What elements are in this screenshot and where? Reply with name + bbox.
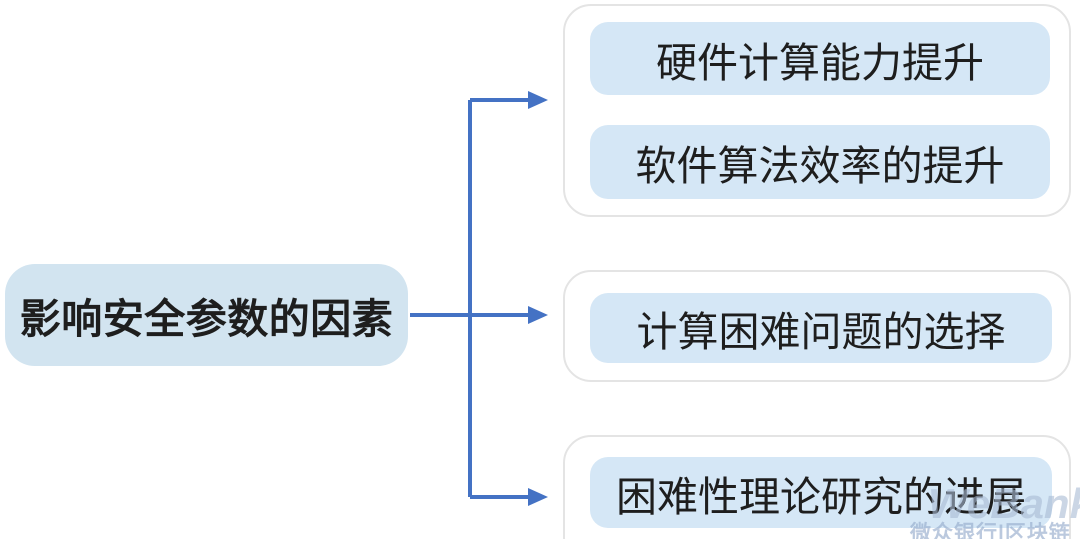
branch-group-bottom: 困难性理论研究的进展 <box>563 435 1071 539</box>
branch-item-problem-choice: 计算困难问题的选择 <box>590 293 1052 363</box>
branch-group-top: 硬件计算能力提升 软件算法效率的提升 <box>563 4 1071 217</box>
branch-item-software: 软件算法效率的提升 <box>590 125 1050 199</box>
arrowhead-top-icon <box>528 91 548 109</box>
arrowhead-middle-icon <box>528 306 548 324</box>
branch-item-label: 硬件计算能力提升 <box>656 39 984 86</box>
branch-group-middle: 计算困难问题的选择 <box>563 270 1071 382</box>
branch-item-hardware: 硬件计算能力提升 <box>590 22 1050 95</box>
root-node: 影响安全参数的因素 <box>5 264 408 366</box>
root-node-label: 影响安全参数的因素 <box>19 296 394 342</box>
branch-item-label: 困难性理论研究的进展 <box>616 473 1026 520</box>
branch-item-theory-progress: 困难性理论研究的进展 <box>590 457 1052 528</box>
arrowhead-bottom-icon <box>528 488 548 506</box>
branch-item-label: 计算困难问题的选择 <box>636 309 1006 355</box>
branch-item-label: 软件算法效率的提升 <box>635 143 1005 189</box>
